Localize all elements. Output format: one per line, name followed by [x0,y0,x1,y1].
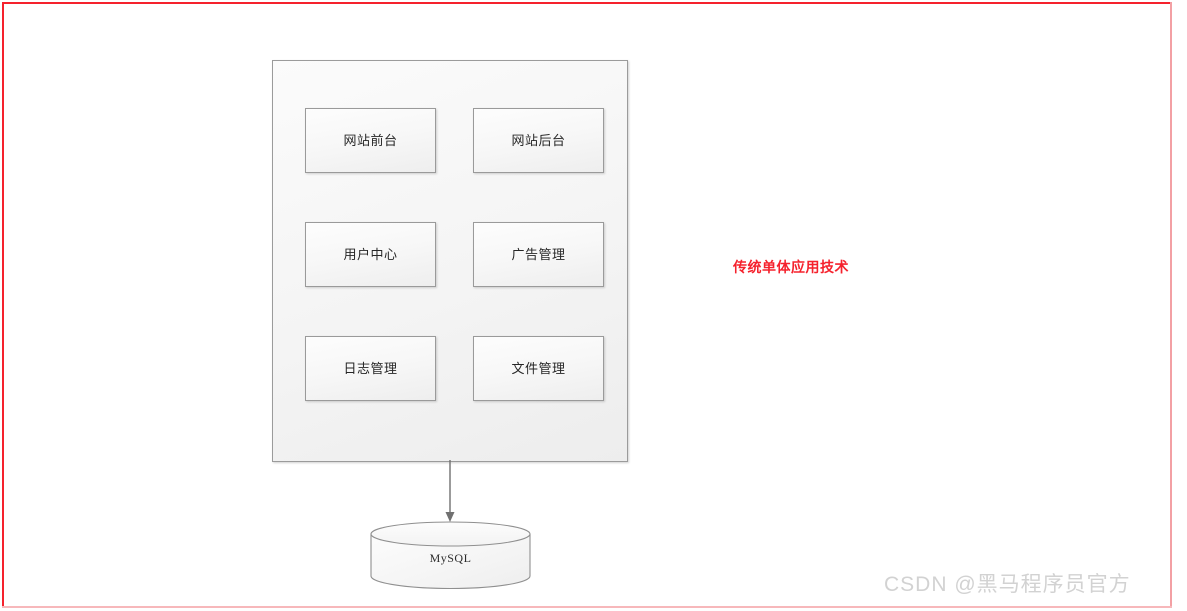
frame-border-bottom [2,606,1172,608]
annotation-legacy-monolith: 传统单体应用技术 [733,259,849,275]
module-label: 网站后台 [511,133,566,148]
frame-border-right [1170,2,1172,608]
module-box-ad-management: 广告管理 [473,222,604,287]
database-cylinder: MySQL [370,521,531,590]
csdn-watermark: CSDN @黑马程序员官方 [884,573,1131,596]
module-label: 用户中心 [343,247,398,262]
module-box-website-backend: 网站后台 [473,108,604,173]
module-label: 文件管理 [511,361,566,376]
module-box-website-frontend: 网站前台 [305,108,436,173]
module-box-log-management: 日志管理 [305,336,436,401]
module-label: 网站前台 [343,133,398,148]
monolithic-application-container: 网站前台 网站后台 用户中心 广告管理 日志管理 文件管理 [272,60,628,462]
frame-border-top [2,2,1172,4]
module-label: 广告管理 [511,247,566,262]
frame-border-left [2,2,4,608]
module-label: 日志管理 [343,361,398,376]
module-box-file-management: 文件管理 [473,336,604,401]
module-box-user-center: 用户中心 [305,222,436,287]
arrow-down-icon [430,460,470,526]
